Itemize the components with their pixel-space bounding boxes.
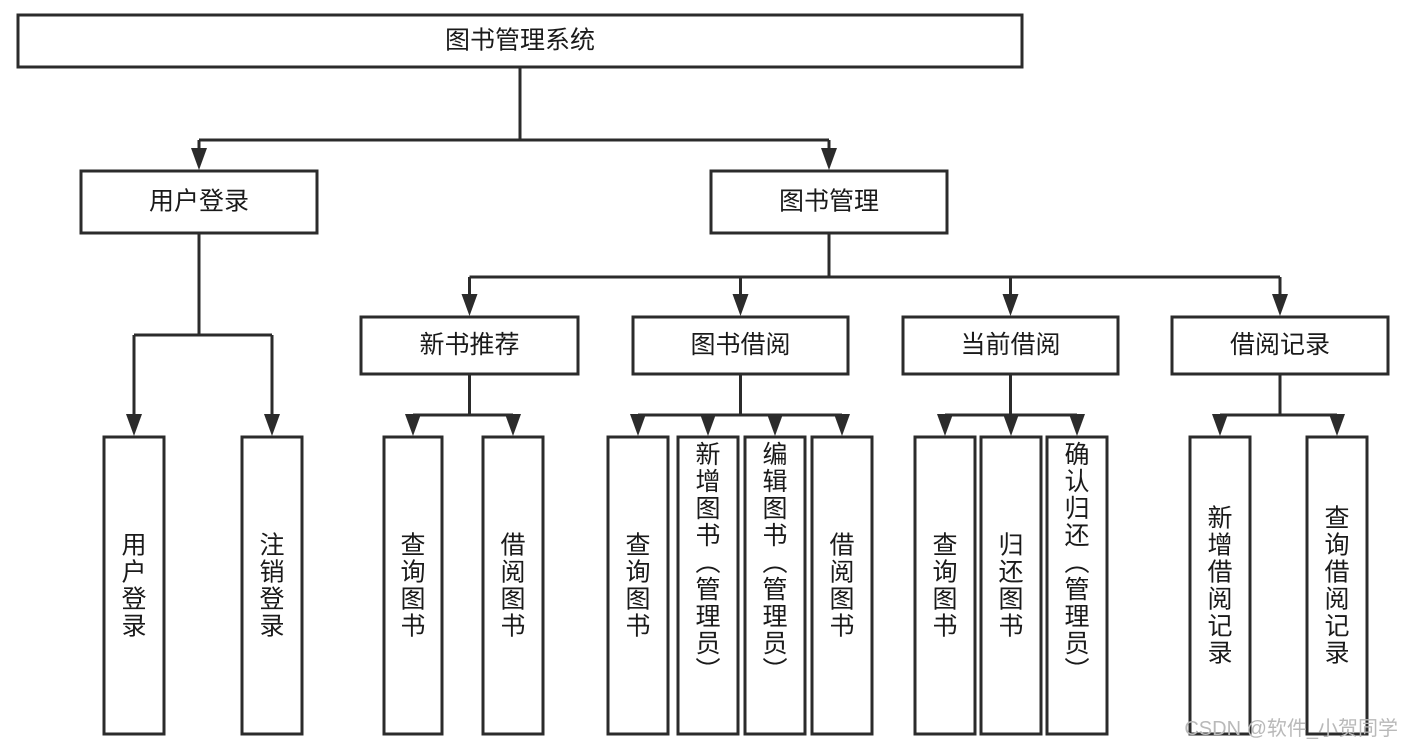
- node-box-leaf-query-book-1: [382, 435, 444, 736]
- node-label-leaf-add-record: 新增借阅记录: [1207, 505, 1232, 668]
- node-leaf-user-login[interactable]: 用户登录: [102, 435, 166, 736]
- arrow-head-icon: [191, 148, 207, 170]
- node-label-leaf-query-book-3: 查询图书: [932, 532, 957, 641]
- node-label-leaf-logout: 注销登录: [259, 532, 284, 641]
- node-label-leaf-confirm-return: 确认归还︵管理员︶: [1064, 441, 1089, 685]
- node-box-user-login: [79, 169, 319, 235]
- node-leaf-query-record[interactable]: 查询借阅记录: [1305, 435, 1369, 736]
- node-box-leaf-query-record: [1305, 435, 1369, 736]
- node-label-leaf-user-login: 用户登录: [121, 532, 146, 641]
- csdn-watermark: CSDN @软件_小贺同学: [1184, 717, 1398, 740]
- node-label-leaf-query-book-1: 查询图书: [400, 532, 425, 641]
- node-leaf-borrow-book-1[interactable]: 借阅图书: [481, 435, 545, 736]
- arrow-head-icon: [630, 414, 646, 436]
- node-leaf-return-book[interactable]: 归还图书: [979, 435, 1043, 736]
- arrow-head-icon: [264, 414, 280, 436]
- node-leaf-borrow-book-2[interactable]: 借阅图书: [810, 435, 874, 736]
- arrow-head-icon: [767, 414, 783, 436]
- node-book-management[interactable]: 图书管理: [709, 169, 949, 235]
- node-leaf-edit-book[interactable]: 编辑图书︵管理员︶: [743, 435, 807, 736]
- node-box-leaf-return-book: [979, 435, 1043, 736]
- node-box-leaf-add-record: [1188, 435, 1252, 736]
- node-label-leaf-add-book: 新增图书︵管理员︶: [695, 441, 720, 685]
- node-label-book-management: 图书管理: [779, 188, 879, 216]
- node-label-new-book-recommend: 新书推荐: [419, 331, 519, 359]
- node-box-book-borrow: [631, 315, 850, 376]
- node-new-book-recommend[interactable]: 新书推荐: [359, 315, 580, 376]
- node-current-borrow[interactable]: 当前借阅: [901, 315, 1120, 376]
- node-leaf-query-book-2[interactable]: 查询图书: [606, 435, 670, 736]
- node-label-root: 图书管理系统: [445, 27, 595, 55]
- node-label-leaf-edit-book: 编辑图书︵管理员︶: [762, 441, 787, 685]
- arrow-head-icon: [461, 294, 478, 316]
- node-box-leaf-borrow-book-1: [481, 435, 545, 736]
- node-box-leaf-confirm-return: [1045, 435, 1109, 736]
- node-box-new-book-recommend: [359, 315, 580, 376]
- arrow-head-icon: [1212, 414, 1228, 436]
- arrow-head-icon: [821, 148, 837, 170]
- nodes-layer: 图书管理系统用户登录图书管理新书推荐图书借阅当前借阅借阅记录用户登录注销登录查询…: [16, 13, 1390, 736]
- arrow-head-icon: [700, 414, 716, 436]
- node-box-root: [16, 13, 1024, 69]
- arrow-head-icon: [1329, 414, 1345, 436]
- node-box-leaf-logout: [240, 435, 304, 736]
- node-root[interactable]: 图书管理系统: [16, 13, 1024, 69]
- arrow-head-icon: [1272, 294, 1288, 316]
- arrow-head-icon: [1003, 414, 1019, 436]
- arrow-head-icon: [505, 414, 521, 436]
- arrow-head-icon: [1069, 414, 1085, 436]
- node-borrow-records[interactable]: 借阅记录: [1170, 315, 1390, 376]
- connectors-layer: [126, 67, 1345, 436]
- node-label-leaf-return-book: 归还图书: [998, 532, 1023, 641]
- node-leaf-add-book[interactable]: 新增图书︵管理员︶: [676, 435, 740, 736]
- node-leaf-logout[interactable]: 注销登录: [240, 435, 304, 736]
- node-label-borrow-records: 借阅记录: [1230, 331, 1330, 359]
- arrow-head-icon: [1002, 294, 1019, 316]
- node-label-leaf-borrow-book-1: 借阅图书: [500, 532, 525, 641]
- arrow-head-icon: [405, 414, 421, 436]
- node-label-leaf-query-record: 查询借阅记录: [1324, 505, 1349, 668]
- node-book-borrow[interactable]: 图书借阅: [631, 315, 850, 376]
- node-label-leaf-borrow-book-2: 借阅图书: [829, 532, 854, 641]
- node-box-leaf-add-book: [676, 435, 740, 736]
- node-label-current-borrow: 当前借阅: [960, 331, 1060, 359]
- arrow-head-icon: [834, 414, 850, 436]
- node-leaf-query-book-1[interactable]: 查询图书: [382, 435, 444, 736]
- node-label-leaf-query-book-2: 查询图书: [625, 532, 650, 641]
- arrow-head-icon: [937, 414, 953, 436]
- arrow-head-icon: [126, 414, 142, 436]
- node-user-login[interactable]: 用户登录: [79, 169, 319, 235]
- node-box-leaf-query-book-2: [606, 435, 670, 736]
- node-box-leaf-user-login: [102, 435, 166, 736]
- node-leaf-query-book-3[interactable]: 查询图书: [913, 435, 977, 736]
- node-box-leaf-edit-book: [743, 435, 807, 736]
- node-box-borrow-records: [1170, 315, 1390, 376]
- node-label-user-login: 用户登录: [149, 188, 249, 216]
- node-box-book-management: [709, 169, 949, 235]
- node-leaf-confirm-return[interactable]: 确认归还︵管理员︶: [1045, 435, 1109, 736]
- node-box-leaf-query-book-3: [913, 435, 977, 736]
- node-label-book-borrow: 图书借阅: [690, 331, 790, 359]
- node-leaf-add-record[interactable]: 新增借阅记录: [1188, 435, 1252, 736]
- node-box-current-borrow: [901, 315, 1120, 376]
- node-box-leaf-borrow-book-2: [810, 435, 874, 736]
- arrow-head-icon: [732, 294, 749, 316]
